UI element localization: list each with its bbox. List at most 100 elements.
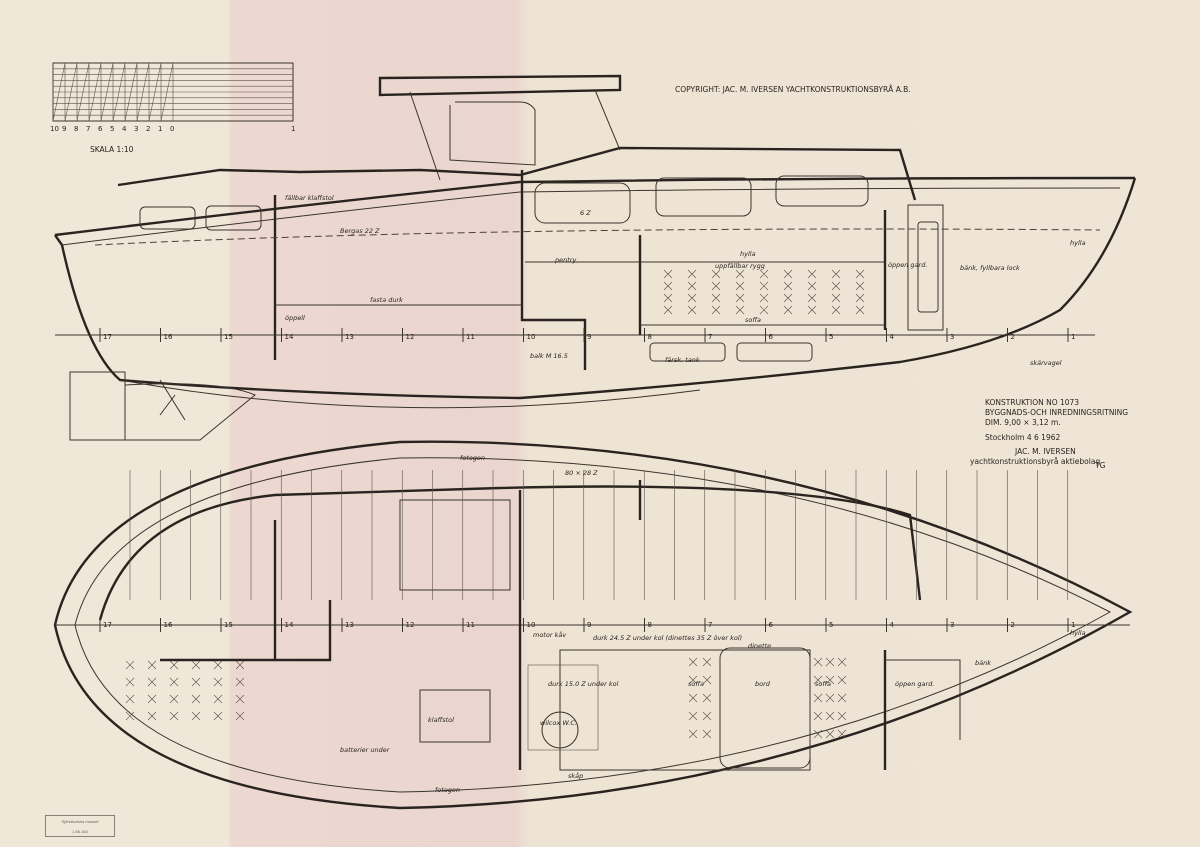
label-durk-wc: durk 15.0 Z under kol	[548, 680, 619, 688]
station-number: 5	[829, 333, 833, 341]
station-number: 7	[708, 333, 712, 341]
scale-tick: 0	[170, 125, 174, 133]
label-pentry: pentry	[554, 256, 576, 264]
title-place-date: Stockholm 4 6 1962	[985, 433, 1060, 442]
station-number: 2	[1011, 621, 1015, 629]
stamp-line1: Sjöhistoriska museet	[61, 818, 99, 824]
station-number: 3	[950, 621, 954, 629]
station-number: 14	[285, 621, 294, 629]
label-uppfallbar-rygg: uppfällbar rygg	[715, 262, 765, 270]
label-motor: motor kåv	[533, 630, 566, 639]
station-number: 10	[527, 333, 536, 341]
title-initials: TG	[1094, 461, 1106, 470]
plan-view: 17 16 15 14 13 12 11 10 9 8 7 6 5 4 3 2 1 durk 24.5 Z un…	[53, 440, 1133, 810]
scale-tick: 7	[86, 125, 90, 133]
label-fast-deck: fasta durk	[370, 296, 403, 304]
label-soffa-left: soffa	[688, 680, 704, 688]
label-skap: skåp	[568, 771, 583, 780]
label-bergas: Bergas 22 Z	[340, 227, 380, 235]
copyright-text: COPYRIGHT: JAC. M. IVERSEN YACHTKONSTRUK…	[675, 85, 911, 94]
label-hylla-plan: hylla	[1070, 629, 1086, 637]
station-number: 12	[406, 333, 415, 341]
station-number: 13	[345, 333, 354, 341]
station-number: 10	[527, 621, 536, 629]
station-number: 15	[224, 333, 233, 341]
scale-tick: 2	[146, 125, 150, 133]
label-durk-main: durk 24.5 Z under kol (dinettes 35 Z öve…	[593, 634, 742, 642]
label-fotogen-top: fotogen	[460, 454, 485, 462]
label-oppen-garderob: öppen gard.	[888, 261, 927, 269]
station-number: 3	[950, 333, 954, 341]
label-oppen-gard: öppen gard.	[895, 680, 934, 688]
label-fotogen: fotogen	[435, 786, 460, 794]
station-number: 1	[1071, 333, 1075, 341]
station-number: 16	[164, 621, 173, 629]
station-number: 11	[466, 333, 475, 341]
station-number: 9	[587, 333, 591, 341]
station-number: 17	[103, 621, 112, 629]
label-soffa-right: soffa	[815, 680, 831, 688]
label-wc: wilcox W.C.	[540, 719, 577, 727]
label-skarvagel: skärvagel	[1030, 359, 1062, 367]
title-drawing-type: BYGGNADS-OCH INREDNINGSRITNING	[985, 408, 1128, 417]
station-number: 7	[708, 621, 712, 629]
label-soffa: soffa	[745, 316, 761, 324]
frame-lines	[129, 470, 1069, 600]
title-firm: JAC. M. IVERSEN	[1014, 447, 1076, 456]
station-number: 5	[829, 621, 833, 629]
station-number: 4	[890, 333, 895, 341]
station-numbers-plan: 17 16 15 14 13 12 11 10 9 8 7 6 5 4 3 2 1	[99, 618, 1075, 632]
station-number: 4	[890, 621, 895, 629]
label-6z: 6 Z	[580, 209, 591, 217]
station-number: 6	[769, 333, 774, 341]
scale-tick: 3	[134, 125, 138, 133]
label-bank: bänk	[975, 659, 991, 667]
label-farsk-tank: färsk. tank	[665, 356, 700, 364]
scale-tick: 4	[122, 125, 127, 133]
scale-tick: 5	[110, 125, 114, 133]
scale-tick-end: 1	[291, 125, 295, 133]
scale-tick: 6	[98, 125, 103, 133]
title-firm-sub: yachtkonstruktionsbyrå aktiebolag	[970, 457, 1100, 466]
label-balk: balk M 16.5	[530, 352, 568, 360]
cushion-marks-plan	[125, 657, 847, 739]
station-number: 2	[1011, 333, 1015, 341]
archive-stamp: Sjöhistoriska museet 1.56.163	[45, 815, 115, 837]
title-dimensions: DIM. 9,00 × 3,12 m.	[985, 418, 1061, 427]
station-number: 11	[466, 621, 475, 629]
label-dinette: dinette	[748, 642, 771, 650]
label-bord: bord	[755, 680, 771, 688]
label-oppell: öppell	[285, 314, 305, 322]
label-hylla: hylla	[740, 250, 756, 258]
label-hylla-akter: hylla	[1070, 239, 1086, 247]
station-number: 15	[224, 621, 233, 629]
label-batterier: batterier under	[340, 746, 391, 754]
station-number: 14	[285, 333, 294, 341]
title-konstruktion: KONSTRUKTION NO 1073	[985, 398, 1079, 407]
label-klaffstol: klaffstol	[428, 716, 454, 724]
label-dimension: 80 × 28 Z	[565, 469, 598, 477]
scale-tick: 10	[50, 125, 59, 133]
station-number: 12	[406, 621, 415, 629]
station-number: 13	[345, 621, 354, 629]
scale-tick: 8	[74, 125, 78, 133]
station-number: 8	[648, 333, 652, 341]
station-number: 17	[103, 333, 112, 341]
title-block: KONSTRUKTION NO 1073 BYGGNADS-OCH INREDN…	[970, 398, 1128, 470]
label-bank: bänk, fyllbara lock	[960, 264, 1020, 272]
station-number: 1	[1071, 621, 1075, 629]
scale-label: SKALA 1:10	[90, 145, 134, 154]
station-number: 9	[587, 621, 591, 629]
stamp-line2: 1.56.163	[72, 828, 88, 834]
scale-tick: 1	[158, 125, 162, 133]
label-fallbar: fällbar klaffstol	[285, 194, 334, 202]
station-number: 8	[648, 621, 652, 629]
station-number: 16	[164, 333, 173, 341]
station-number: 6	[769, 621, 774, 629]
cushion-marks	[663, 269, 865, 315]
scale-tick: 9	[62, 125, 66, 133]
